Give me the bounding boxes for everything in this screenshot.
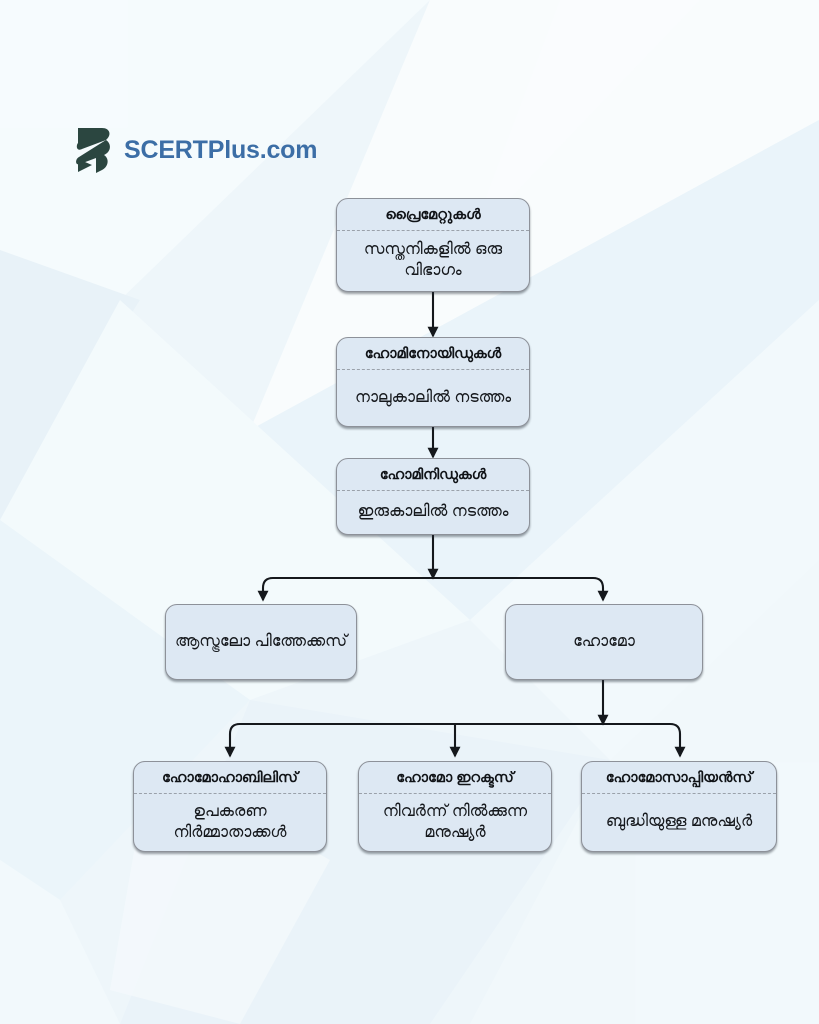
node-australopithecus[interactable]: ആസ്ട്രലോ പിത്തേക്കസ് bbox=[165, 604, 357, 680]
node-australopithecus-desc: ആസ്ട്രലോ പിത്തേക്കസ് bbox=[174, 632, 348, 650]
node-homo-sapiens-desc: ബുദ്ധിയുള്ള മനുഷ്യർ bbox=[605, 813, 753, 831]
node-homo-sapiens[interactable]: ഹോമോസാപ്പിയൻസ് ബുദ്ധിയുള്ള മനുഷ്യർ bbox=[581, 761, 777, 852]
node-homo-erectus[interactable]: ഹോമോ ഇറക്ടസ് നിവർന്ന് നിൽക്കുന്ന മനുഷ്യർ bbox=[358, 761, 552, 852]
node-hominids-desc: ഇരുകാലിൽ നടത്തം bbox=[357, 503, 509, 521]
edge-bus-australopithecus bbox=[257, 576, 433, 602]
node-homo-habilis[interactable]: ഹോമോഹാബിലിസ് ഉപകരണ നിർമ്മാതാക്കൾ bbox=[133, 761, 327, 852]
edge-bus-homo-habilis bbox=[224, 722, 603, 758]
edge-bus-homo bbox=[433, 576, 609, 602]
node-homo-sapiens-title: ഹോമോസാപ്പിയൻസ് bbox=[582, 762, 776, 795]
node-hominoids-desc: നാലുകാലിൽ നടത്തം bbox=[354, 388, 512, 406]
edge-bus-homo-sapiens bbox=[603, 722, 686, 758]
node-primates-desc: സസ്തനികളിൽ ഒരു വിഭാഗം bbox=[363, 241, 503, 280]
node-homo-habilis-desc: ഉപകരണ നിർമ്മാതാക്കൾ bbox=[173, 802, 287, 841]
node-homo-desc: ഹോമോ bbox=[573, 632, 635, 650]
scertplus-ribbon-logo-icon bbox=[76, 128, 110, 173]
node-hominoids[interactable]: ഹോമിനോയിഡുകൾ നാലുകാലിൽ നടത്തം bbox=[336, 337, 530, 427]
node-primates-title: പ്രൈമേറ്റുകൾ bbox=[337, 199, 529, 232]
node-hominoids-title: ഹോമിനോയിഡുകൾ bbox=[337, 338, 529, 371]
node-homo-erectus-desc: നിവർന്ന് നിൽക്കുന്ന മനുഷ്യർ bbox=[382, 802, 528, 841]
node-homo[interactable]: ഹോമോ bbox=[505, 604, 703, 680]
node-primates[interactable]: പ്രൈമേറ്റുകൾ സസ്തനികളിൽ ഒരു വിഭാഗം bbox=[336, 198, 530, 292]
node-homo-habilis-title: ഹോമോഹാബിലിസ് bbox=[134, 762, 326, 795]
node-hominids[interactable]: ഹോമിനിഡുകൾ ഇരുകാലിൽ നടത്തം bbox=[336, 458, 530, 535]
node-hominids-title: ഹോമിനിഡുകൾ bbox=[337, 459, 529, 492]
node-homo-erectus-title: ഹോമോ ഇറക്ടസ് bbox=[359, 762, 551, 795]
brand-logo[interactable]: SCERTPlus.com bbox=[72, 124, 317, 176]
brand-name: SCERTPlus.com bbox=[124, 135, 318, 164]
